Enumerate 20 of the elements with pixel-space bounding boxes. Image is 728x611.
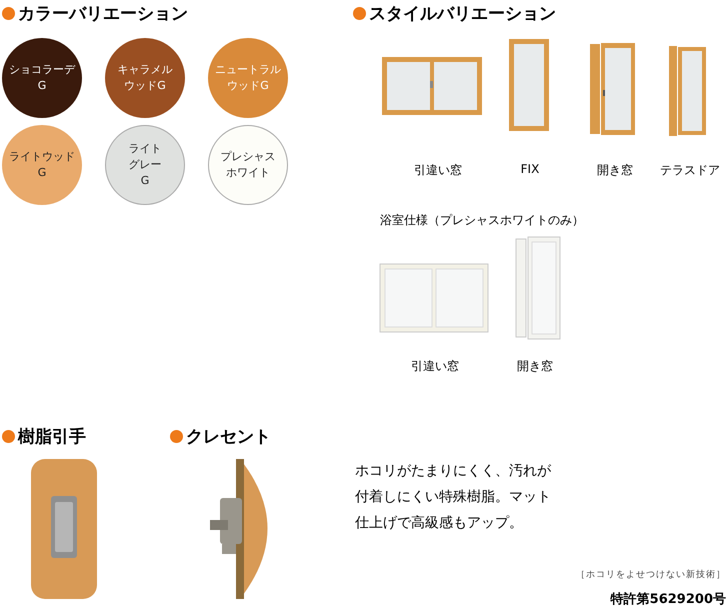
style-caption: 開き窓 <box>596 162 634 179</box>
color-name: キャラメルウッドG <box>116 62 174 94</box>
section-heading: スタイルバリエーション <box>369 3 556 25</box>
style-caption: 引違い窓 <box>410 358 460 375</box>
style-caption: 開き窓 <box>516 358 554 375</box>
tagline-text: ［ホコリをよせつけない新技術］ <box>575 568 726 581</box>
style-caption: FIX <box>520 162 540 176</box>
style-caption: 引違い窓 <box>413 162 463 179</box>
style-caption: テラスドア <box>659 162 721 179</box>
section-heading: カラーバリエーション <box>18 3 188 25</box>
color-name: ライトグレーG <box>127 141 162 189</box>
section-heading: クレセント <box>186 426 271 448</box>
patent-number: 特許第5629200号 <box>609 591 726 608</box>
color-name: ニュートラルウッドG <box>214 62 282 94</box>
section-heading: 樹脂引手 <box>18 426 86 448</box>
color-name: ショコラーデG <box>8 62 76 94</box>
color-name: ライトウッドG <box>8 149 76 181</box>
description-text: ホコリがたまりにくく、汚れが付着しにくい特殊樹脂。マット仕上げで高級感もアップ。 <box>355 462 552 533</box>
note-text: 浴室仕様（プレシャスホワイトのみ） <box>380 212 585 229</box>
color-name: プレシャスホワイト <box>219 149 276 181</box>
